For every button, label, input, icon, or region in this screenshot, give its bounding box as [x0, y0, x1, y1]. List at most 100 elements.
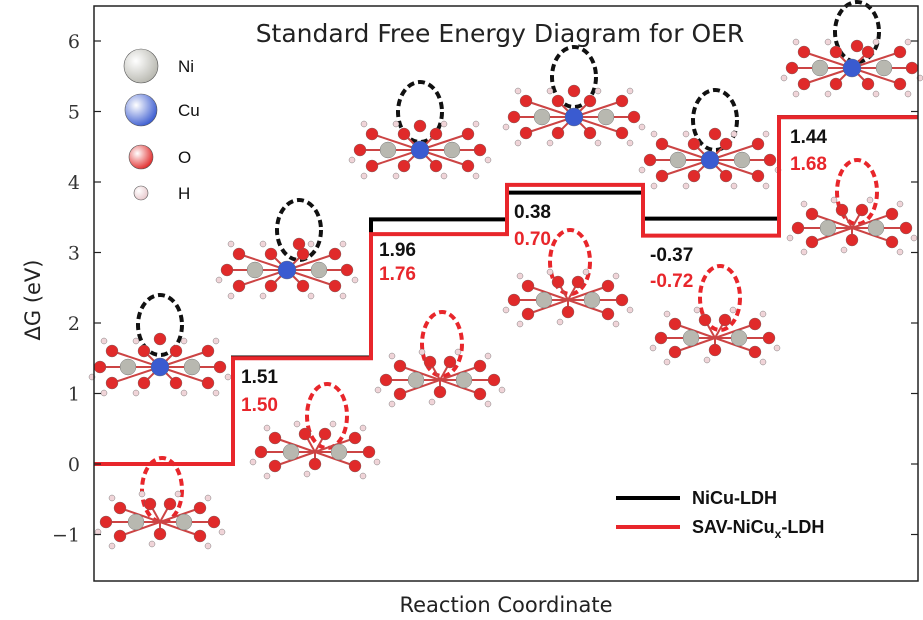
- structure-atom: [348, 156, 356, 164]
- structure-atom: [388, 352, 396, 360]
- structure-atom: [193, 501, 207, 515]
- structure-atom: [397, 127, 411, 141]
- structure-atom: [359, 424, 367, 432]
- structure-atom: [594, 87, 602, 95]
- structure-atom: [535, 291, 553, 309]
- structure-atom: [127, 513, 145, 531]
- step-label-sav: 1.68: [790, 154, 827, 175]
- structure-atom: [348, 431, 362, 445]
- atom-key-sphere-o: [128, 144, 154, 170]
- dashed-ring: [275, 198, 323, 262]
- structure-atom: [773, 344, 781, 352]
- structure-atom: [392, 120, 400, 128]
- structure-atom: [292, 237, 306, 251]
- structure-atom: [153, 527, 167, 541]
- structure-atom: [762, 182, 770, 190]
- structure-atom: [443, 141, 461, 159]
- structure-atom: [429, 159, 443, 173]
- structure-atom: [330, 443, 348, 461]
- structure-atom: [792, 90, 800, 98]
- structure-atom: [429, 127, 443, 141]
- dashed-ring: [550, 45, 598, 109]
- structure-atom: [638, 166, 646, 174]
- structure-atom: [175, 513, 193, 531]
- structure-atom: [143, 497, 157, 511]
- structure-atom: [360, 120, 368, 128]
- structure-atom: [780, 74, 788, 82]
- structure-atom: [153, 332, 167, 346]
- structure-atom: [150, 357, 170, 377]
- structure-atom: [663, 310, 671, 318]
- structure-atom: [867, 219, 885, 237]
- y-tick-label: 3: [68, 243, 80, 265]
- structure-atom: [268, 459, 282, 473]
- step-label-nicu: 1.51: [241, 367, 278, 388]
- structure-atom: [551, 94, 565, 108]
- structure-atom: [910, 234, 918, 242]
- structure-atom: [263, 472, 271, 480]
- structure-atom: [108, 542, 116, 550]
- structure-atom: [835, 203, 849, 217]
- structure-atom: [227, 292, 235, 300]
- structure-atom: [440, 172, 448, 180]
- structure-atom: [393, 387, 407, 401]
- structure-atom: [502, 123, 510, 131]
- energy-step-lines: [94, 115, 918, 466]
- structure-atom: [785, 61, 799, 75]
- structure-atom: [668, 345, 682, 359]
- structure-atom: [514, 139, 522, 147]
- structure-atom: [193, 529, 207, 543]
- structure-atom: [654, 331, 668, 345]
- step-label-sav: 1.50: [241, 395, 278, 416]
- structure-atom: [105, 376, 119, 390]
- structure-atom: [904, 38, 912, 46]
- structure-atom: [268, 431, 282, 445]
- structure-atom: [682, 182, 690, 190]
- structure-atom: [180, 337, 188, 345]
- y-tick-label: 5: [68, 102, 80, 124]
- structure-atom: [212, 389, 220, 397]
- structure-atom: [824, 38, 832, 46]
- structure-atom: [259, 240, 267, 248]
- structure-atom: [100, 337, 108, 345]
- structure-atom: [601, 279, 615, 293]
- structure-atom: [307, 240, 315, 248]
- structure-atom: [169, 344, 183, 358]
- structure-atom: [872, 38, 880, 46]
- structure-atom: [329, 420, 337, 428]
- y-tick-label: 1: [68, 384, 80, 406]
- structure-atom: [805, 207, 819, 221]
- structure-atom: [792, 38, 800, 46]
- structure-atom: [232, 247, 246, 261]
- structure-atom: [521, 279, 535, 293]
- structure-atom: [708, 127, 722, 141]
- structure-atom: [748, 317, 762, 331]
- structure-atom: [201, 376, 215, 390]
- structure-atom: [786, 234, 794, 242]
- structure-atom: [904, 90, 912, 98]
- structure-atom: [551, 275, 565, 289]
- structure-atom: [594, 139, 602, 147]
- step-value-labels: 1.511.960.38-0.371.441.501.760.70-0.721.…: [241, 127, 827, 416]
- dashed-ring: [548, 228, 592, 296]
- structure-atom: [264, 247, 278, 261]
- structure-atom: [428, 398, 436, 406]
- structure-atom: [318, 427, 332, 441]
- structure-atom: [362, 445, 376, 459]
- legend-label-sav: SAV-NiCux-LDH: [692, 517, 824, 541]
- structure-atom: [93, 360, 107, 374]
- structure-atom: [340, 263, 354, 277]
- structure-atom: [100, 389, 108, 397]
- structure-atom: [546, 268, 554, 276]
- structure-atom: [108, 494, 116, 502]
- structure-atom: [174, 490, 182, 498]
- structure-atom: [583, 126, 597, 140]
- structure-atom: [582, 268, 590, 276]
- structure-atom: [762, 331, 776, 345]
- structure-atom: [627, 110, 641, 124]
- structure-atom: [169, 376, 183, 390]
- structure-atom: [472, 120, 480, 128]
- structure-atom: [296, 279, 310, 293]
- structure-atom: [668, 317, 682, 331]
- structure-atom: [824, 90, 832, 98]
